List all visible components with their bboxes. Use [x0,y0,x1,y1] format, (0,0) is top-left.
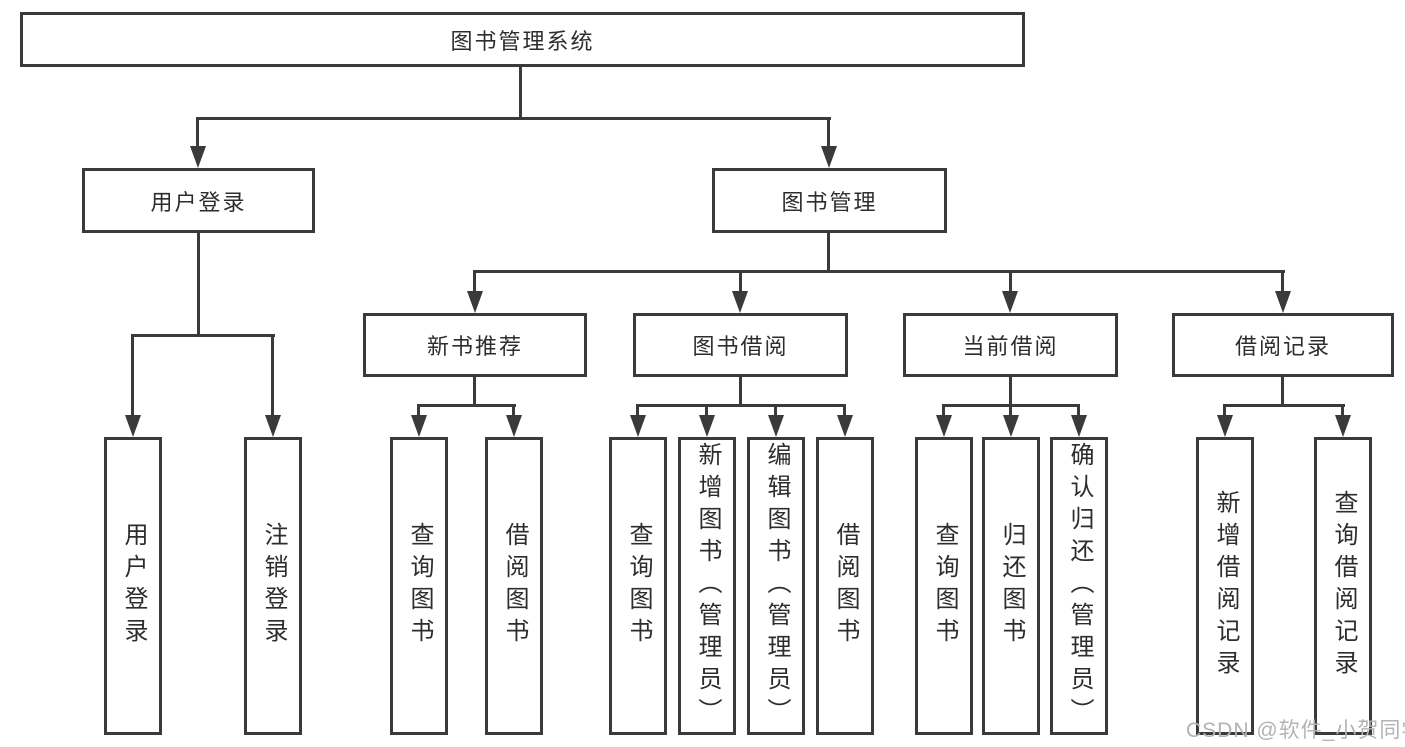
connector-line [417,404,420,417]
node-borrowing-records: 借阅记录 [1172,313,1394,377]
leaf-add-books-admin: 新增图书（管理员） [678,437,736,735]
connector-line [1009,404,1012,417]
connector-line [827,233,830,272]
arrowhead-down-icon [936,415,952,437]
connector-line [636,404,846,407]
connector-line [1281,377,1284,405]
connector-line [131,334,134,418]
arrowhead-down-icon [190,146,206,168]
connector-line [473,270,1285,273]
leaf-borrow-books-borrowing: 借阅图书 [816,437,874,735]
arrowhead-down-icon [1275,291,1291,313]
connector-line [1077,404,1080,417]
connector-line [271,334,274,418]
connector-line [1223,404,1226,417]
node-user-login: 用户登录 [82,168,315,233]
node-book-borrowing: 图书借阅 [633,313,848,377]
arrowhead-down-icon [1003,415,1019,437]
connector-line [196,117,831,120]
connector-line [131,334,275,337]
leaf-add-borrow-record-label: 新增借阅记录 [1212,490,1239,682]
arrowhead-down-icon [768,415,784,437]
arrowhead-down-icon [699,415,715,437]
arrowhead-down-icon [1071,415,1087,437]
connector-line [827,117,830,149]
connector-line [636,404,639,417]
connector-line [739,377,742,405]
connector-line [417,404,516,407]
node-book-management-label: 图书管理 [781,189,878,215]
connector-line [843,404,846,417]
arrowhead-down-icon [506,415,522,437]
leaf-borrow-books-borrowing-label: 借阅图书 [832,522,859,650]
connector-line [942,404,945,417]
leaf-logout-label: 注销登录 [260,522,287,650]
node-new-book-recommend-label: 新书推荐 [426,334,523,359]
leaf-edit-books-admin: 编辑图书（管理员） [747,437,805,735]
leaf-user-login: 用户登录 [104,437,162,735]
node-borrowing-records-label: 借阅记录 [1234,334,1331,359]
connector-line [519,67,522,118]
node-book-borrowing-label: 图书借阅 [692,334,789,359]
node-user-login-label: 用户登录 [150,189,247,215]
connector-line [1341,404,1344,417]
leaf-query-borrow-record: 查询借阅记录 [1314,437,1372,735]
leaf-logout: 注销登录 [244,437,302,735]
arrowhead-down-icon [837,415,853,437]
node-root: 图书管理系统 [20,12,1025,67]
leaf-return-books: 归还图书 [982,437,1040,735]
connector-line [1009,270,1012,294]
connector-line [196,117,199,149]
connector-line [1009,377,1012,405]
connector-line [1281,270,1284,294]
connector-line [705,404,708,417]
node-new-book-recommend: 新书推荐 [363,313,587,377]
leaf-query-books-current: 查询图书 [915,437,973,735]
arrowhead-down-icon [630,415,646,437]
leaf-add-borrow-record: 新增借阅记录 [1196,437,1254,735]
arrowhead-down-icon [821,146,837,168]
leaf-borrow-books-recommend: 借阅图书 [485,437,543,735]
connector-line [774,404,777,417]
node-current-borrowing: 当前借阅 [903,313,1118,377]
arrowhead-down-icon [732,291,748,313]
leaf-confirm-return-admin-label: 确认归还（管理员） [1066,442,1093,730]
leaf-query-books-recommend: 查询图书 [390,437,448,735]
leaf-query-books-borrowing: 查询图书 [609,437,667,735]
leaf-return-books-label: 归还图书 [998,522,1025,650]
arrowhead-down-icon [467,291,483,313]
arrowhead-down-icon [411,415,427,437]
csdn-watermark: CSDN @软件_小贺同学 [1186,719,1405,742]
arrowhead-down-icon [1002,291,1018,313]
connector-line [512,404,515,417]
connector-line [739,270,742,294]
leaf-confirm-return-admin: 确认归还（管理员） [1050,437,1108,735]
node-book-management: 图书管理 [712,168,947,233]
connector-line [1223,404,1345,407]
leaf-borrow-books-recommend-label: 借阅图书 [501,522,528,650]
connector-line [473,270,476,294]
node-current-borrowing-label: 当前借阅 [962,334,1059,359]
connector-line [473,377,476,405]
leaf-query-books-borrowing-label: 查询图书 [625,522,652,650]
leaf-query-books-current-label: 查询图书 [931,522,958,650]
leaf-query-books-recommend-label: 查询图书 [406,522,433,650]
node-root-label: 图书管理系统 [450,28,595,54]
connector-line [197,233,200,336]
arrowhead-down-icon [125,415,141,437]
arrowhead-down-icon [1217,415,1233,437]
arrowhead-down-icon [1335,415,1351,437]
leaf-user-login-label: 用户登录 [120,522,147,650]
leaf-query-borrow-record-label: 查询借阅记录 [1330,490,1357,682]
leaf-edit-books-admin-label: 编辑图书（管理员） [763,442,790,730]
leaf-add-books-admin-label: 新增图书（管理员） [694,442,721,730]
arrowhead-down-icon [265,415,281,437]
